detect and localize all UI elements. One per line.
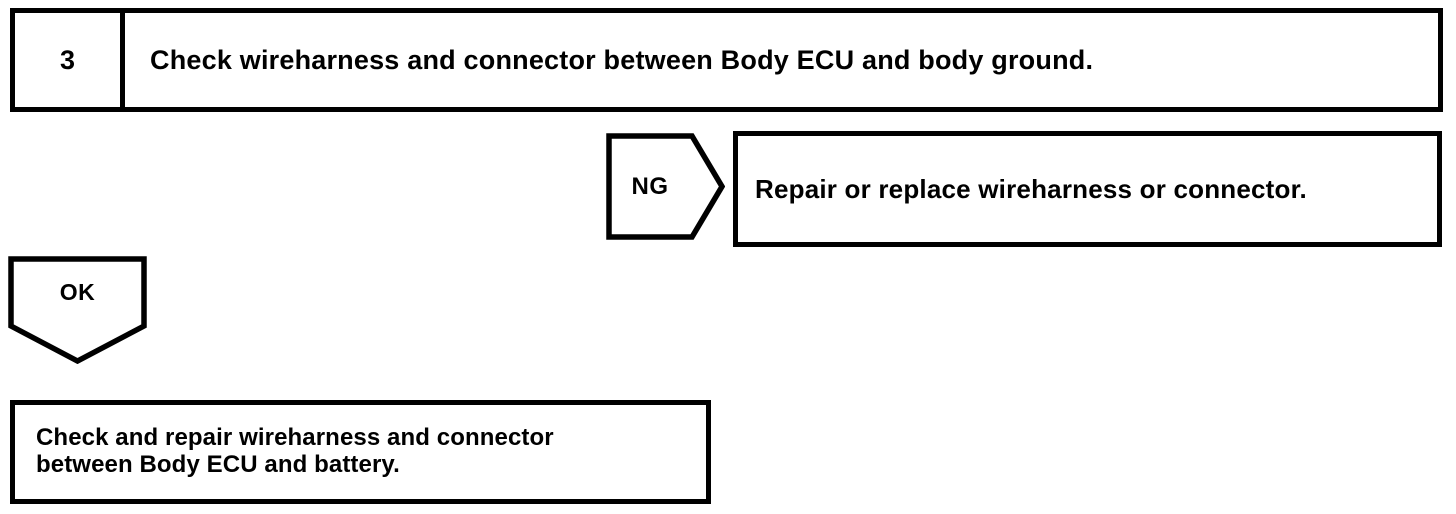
step-number: 3 bbox=[59, 44, 76, 75]
ng-branch-label: NG bbox=[631, 172, 669, 200]
final-action-line-2: between Body ECU and battery. bbox=[36, 451, 400, 478]
step-box: 3 Check wireharness and connector betwee… bbox=[10, 8, 1443, 112]
final-action-box: Check and repair wireharness and connect… bbox=[10, 400, 711, 504]
ok-branch-arrow: OK bbox=[8, 256, 147, 364]
final-action-line-1: Check and repair wireharness and connect… bbox=[36, 424, 554, 452]
step-number-cell: 3 bbox=[15, 13, 125, 107]
ng-branch-arrow: NG bbox=[606, 133, 725, 240]
ng-arrow-shape-icon bbox=[606, 133, 725, 240]
step-instruction-cell: Check wireharness and connector between … bbox=[130, 13, 1438, 107]
ok-branch-label: OK bbox=[59, 278, 96, 305]
ng-action-text: Repair or replace wireharness or connect… bbox=[755, 173, 1307, 204]
ng-action-box: Repair or replace wireharness or connect… bbox=[733, 131, 1442, 247]
step-instruction-text: Check wireharness and connector between … bbox=[150, 44, 1094, 75]
ok-arrow-shape-icon bbox=[8, 256, 147, 364]
